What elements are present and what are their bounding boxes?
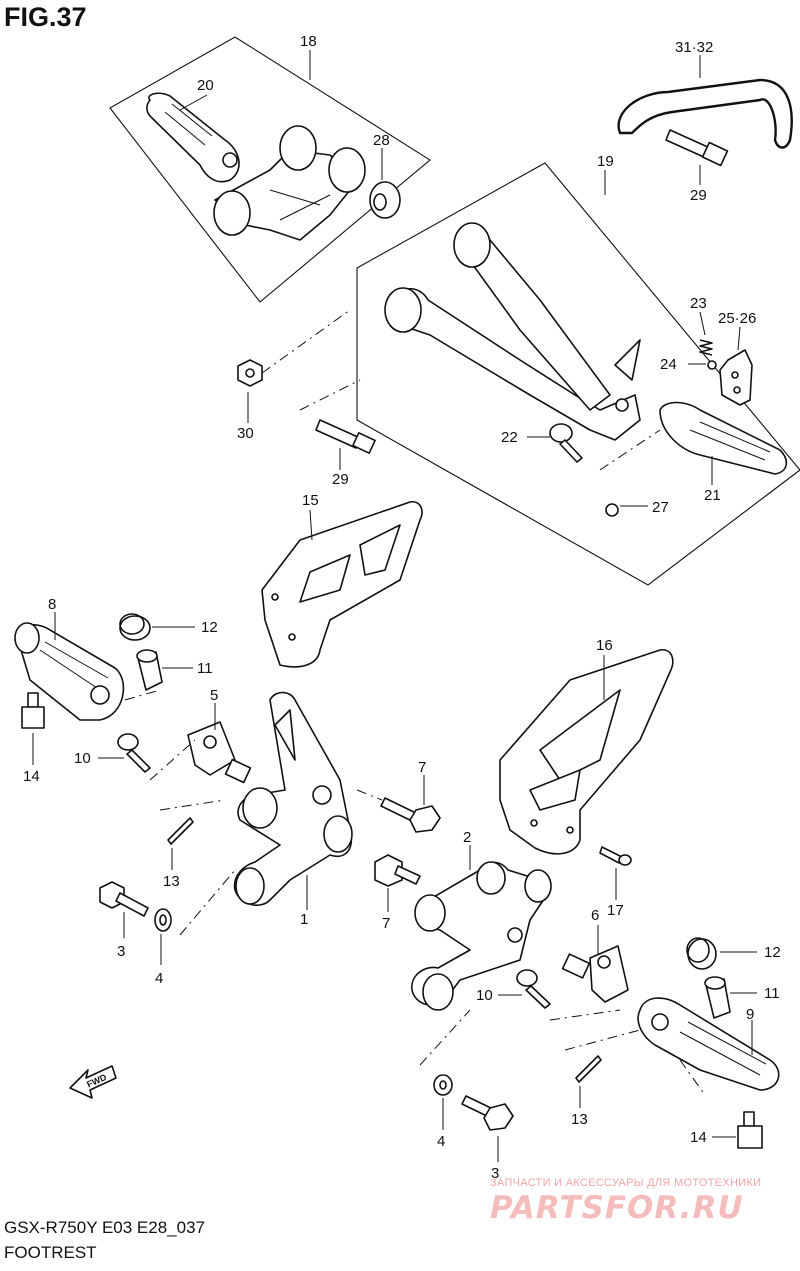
label-27: 27: [652, 499, 669, 516]
part-9-footpeg[interactable]: [637, 997, 780, 1091]
label-19: 19: [597, 153, 614, 170]
label-13-left: 13: [163, 873, 180, 890]
part-29-bolt-mid[interactable]: [315, 419, 376, 454]
label-20: 20: [197, 77, 214, 94]
label-15: 15: [302, 492, 319, 509]
part-15-heel-plate[interactable]: [261, 500, 423, 668]
label-8: 8: [48, 596, 56, 613]
assembly-box-18: [109, 36, 431, 303]
label-14-left: 14: [23, 768, 40, 785]
part-2-footrest-bracket[interactable]: [411, 861, 552, 1011]
part-1-footrest-bracket[interactable]: [233, 691, 353, 906]
label-7-b: 7: [382, 915, 390, 932]
label-21: 21: [704, 487, 721, 504]
part-3-bolt-left[interactable]: [99, 881, 149, 917]
part-25-26-plate[interactable]: [719, 349, 753, 406]
part-18-bracket[interactable]: [213, 125, 366, 241]
part-10-pin-right[interactable]: [516, 969, 551, 1009]
label-28: 28: [373, 132, 390, 149]
label-3-left: 3: [117, 943, 125, 960]
part-16-heel-plate[interactable]: [499, 649, 674, 855]
label-29-mid: 29: [332, 471, 349, 488]
label-9: 9: [746, 1006, 754, 1023]
label-11-right: 11: [764, 985, 780, 1002]
part-11-bushing-right[interactable]: [704, 976, 731, 1019]
part-27-clip[interactable]: [605, 503, 619, 517]
label-10-right: 10: [476, 987, 493, 1004]
part-17-screw[interactable]: [599, 846, 632, 866]
label-24: 24: [660, 356, 677, 373]
label-16: 16: [596, 637, 613, 654]
label-31-32: 31·32: [675, 39, 713, 56]
model-code: GSX-R750Y E03 E28_037: [4, 1218, 205, 1237]
label-12-right: 12: [764, 944, 781, 961]
part-29-bolt-top[interactable]: [665, 129, 729, 167]
part-28-bushing[interactable]: [369, 181, 401, 219]
label-22: 22: [501, 429, 518, 446]
label-10-left: 10: [74, 750, 91, 767]
part-12-spring-left[interactable]: [119, 613, 151, 641]
label-4-left: 4: [155, 970, 163, 987]
part-12-spring-right[interactable]: [686, 937, 717, 970]
part-14-bolt-left[interactable]: [21, 692, 45, 729]
watermark-tagline: ЗАПЧАСТИ И АКСЕССУАРЫ ДЛЯ МОТОТЕХНИКИ: [490, 1177, 762, 1189]
label-6: 6: [591, 907, 599, 924]
label-7-a: 7: [418, 759, 426, 776]
part-22-pin[interactable]: [549, 423, 583, 463]
part-6-footpeg-pivot[interactable]: [561, 945, 629, 1003]
label-18: 18: [300, 33, 317, 50]
part-11-bushing-left[interactable]: [136, 649, 163, 691]
part-31-32-heel-guard[interactable]: [617, 78, 793, 149]
figure-title: FIG.37: [4, 2, 87, 32]
part-19-bracket[interactable]: [384, 222, 641, 441]
label-5: 5: [210, 687, 218, 704]
part-8-footpeg[interactable]: [14, 622, 125, 721]
label-17: 17: [607, 902, 624, 919]
label-2: 2: [463, 829, 471, 846]
label-14-right: 14: [690, 1129, 707, 1146]
label-1: 1: [300, 911, 308, 928]
label-29-top: 29: [690, 187, 707, 204]
part-13-cotter-right[interactable]: [575, 1055, 602, 1083]
label-13-right: 13: [571, 1111, 588, 1128]
part-20-footpeg[interactable]: [146, 92, 240, 183]
part-4-washer-right[interactable]: [433, 1074, 453, 1096]
part-5-footpeg-pivot[interactable]: [187, 721, 252, 784]
section-name: FOOTREST: [4, 1243, 97, 1262]
label-4-right: 4: [437, 1133, 445, 1150]
label-11-left: 11: [197, 660, 213, 677]
watermark-brand: PARTSFOR.RU: [490, 1190, 744, 1226]
part-23-spring[interactable]: [699, 339, 713, 356]
part-13-cotter-left[interactable]: [167, 817, 194, 845]
label-23: 23: [690, 295, 707, 312]
label-30: 30: [237, 425, 254, 442]
part-24-ball[interactable]: [707, 360, 717, 370]
part-3-bolt-right[interactable]: [461, 1095, 514, 1131]
label-3-right: 3: [491, 1165, 499, 1182]
part-7-bolt-b[interactable]: [374, 854, 421, 887]
part-14-bolt-right[interactable]: [737, 1111, 763, 1149]
part-10-pin-left[interactable]: [117, 733, 151, 773]
part-30-nut[interactable]: [237, 359, 263, 387]
part-4-washer-left[interactable]: [154, 908, 172, 932]
assembly-box-19: [356, 162, 800, 586]
label-12-left: 12: [201, 619, 218, 636]
label-25-26: 25·26: [718, 310, 756, 327]
fwd-arrow-icon: FWD: [69, 1065, 117, 1099]
part-7-bolt-a[interactable]: [380, 797, 441, 833]
part-21-footpeg[interactable]: [659, 401, 788, 475]
